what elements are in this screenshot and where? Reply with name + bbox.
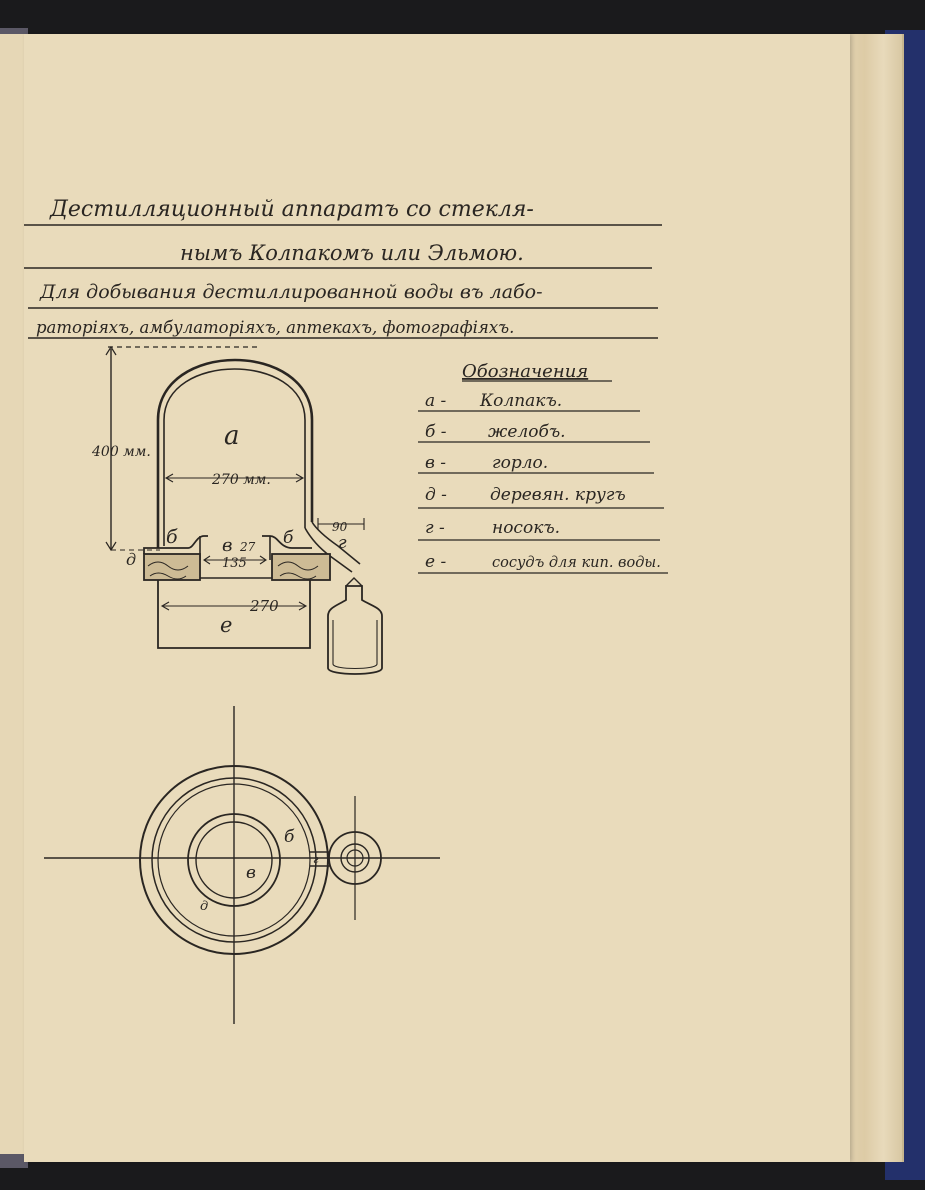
plan-label-g: г — [313, 853, 319, 866]
plan-label-v: в — [246, 863, 256, 883]
legend-text: Колпакъ. — [479, 391, 562, 411]
dim-neck-label: 135 — [222, 556, 247, 571]
subtitle-line-1: Для добывания дестиллированной воды въ л… — [39, 281, 543, 303]
legend-text: горло. — [492, 453, 548, 473]
legend-heading: Обозначения — [462, 361, 588, 382]
title-line-1: Дестилляционный аппаратъ со стекля- — [49, 197, 534, 222]
legend-key: в - — [425, 453, 446, 473]
dim-v-label: 27 — [239, 540, 256, 554]
subtitle-line-2: раторіяхъ, амбулаторіяхъ, аптекахъ, фото… — [36, 318, 514, 337]
page-stack-edge — [840, 34, 904, 1162]
legend-text: деревян. кругъ — [490, 485, 626, 505]
legend-item: в - горло. — [418, 453, 654, 474]
legend-key: б - — [425, 422, 447, 442]
legend-item: б - желобъ. — [418, 422, 650, 443]
legend-key: д - — [425, 485, 447, 505]
elevation-drawing — [105, 345, 383, 675]
dim-inner-label: 270 мм. — [211, 472, 271, 488]
dim-height-label: 400 мм. — [91, 444, 151, 460]
legend-key: е - — [425, 552, 446, 572]
legend-key: г - — [425, 518, 445, 538]
label-a: а — [224, 421, 240, 451]
label-d: д — [126, 550, 136, 569]
legend-key: а - — [425, 391, 447, 411]
legend-text: желобъ. — [488, 422, 566, 442]
plan-label-b: б — [284, 827, 295, 847]
title-line-2: нымъ Колпакомъ или Эльмою. — [180, 241, 524, 265]
dim-base-label: 270 — [249, 597, 279, 615]
document-page — [24, 34, 850, 1162]
label-e: е — [220, 613, 232, 637]
legend-text: сосудъ для кип. воды. — [492, 555, 661, 571]
legend-item: д - деревян. кругъ — [418, 485, 664, 509]
label-g: г — [338, 533, 347, 553]
legend-item: а - Колпакъ. — [418, 391, 640, 412]
legend-item: е - сосудъ для кип. воды. — [418, 552, 668, 574]
label-v: в — [222, 535, 232, 556]
label-b-right: б — [283, 528, 294, 548]
legend-item: г - носокъ. — [418, 518, 660, 541]
label-b-left: б — [166, 526, 178, 548]
plan-label-d: д — [200, 899, 208, 914]
legend-text: носокъ. — [492, 518, 560, 538]
plan-drawing — [44, 706, 440, 1024]
dim-spout-label: 90 — [332, 520, 348, 534]
